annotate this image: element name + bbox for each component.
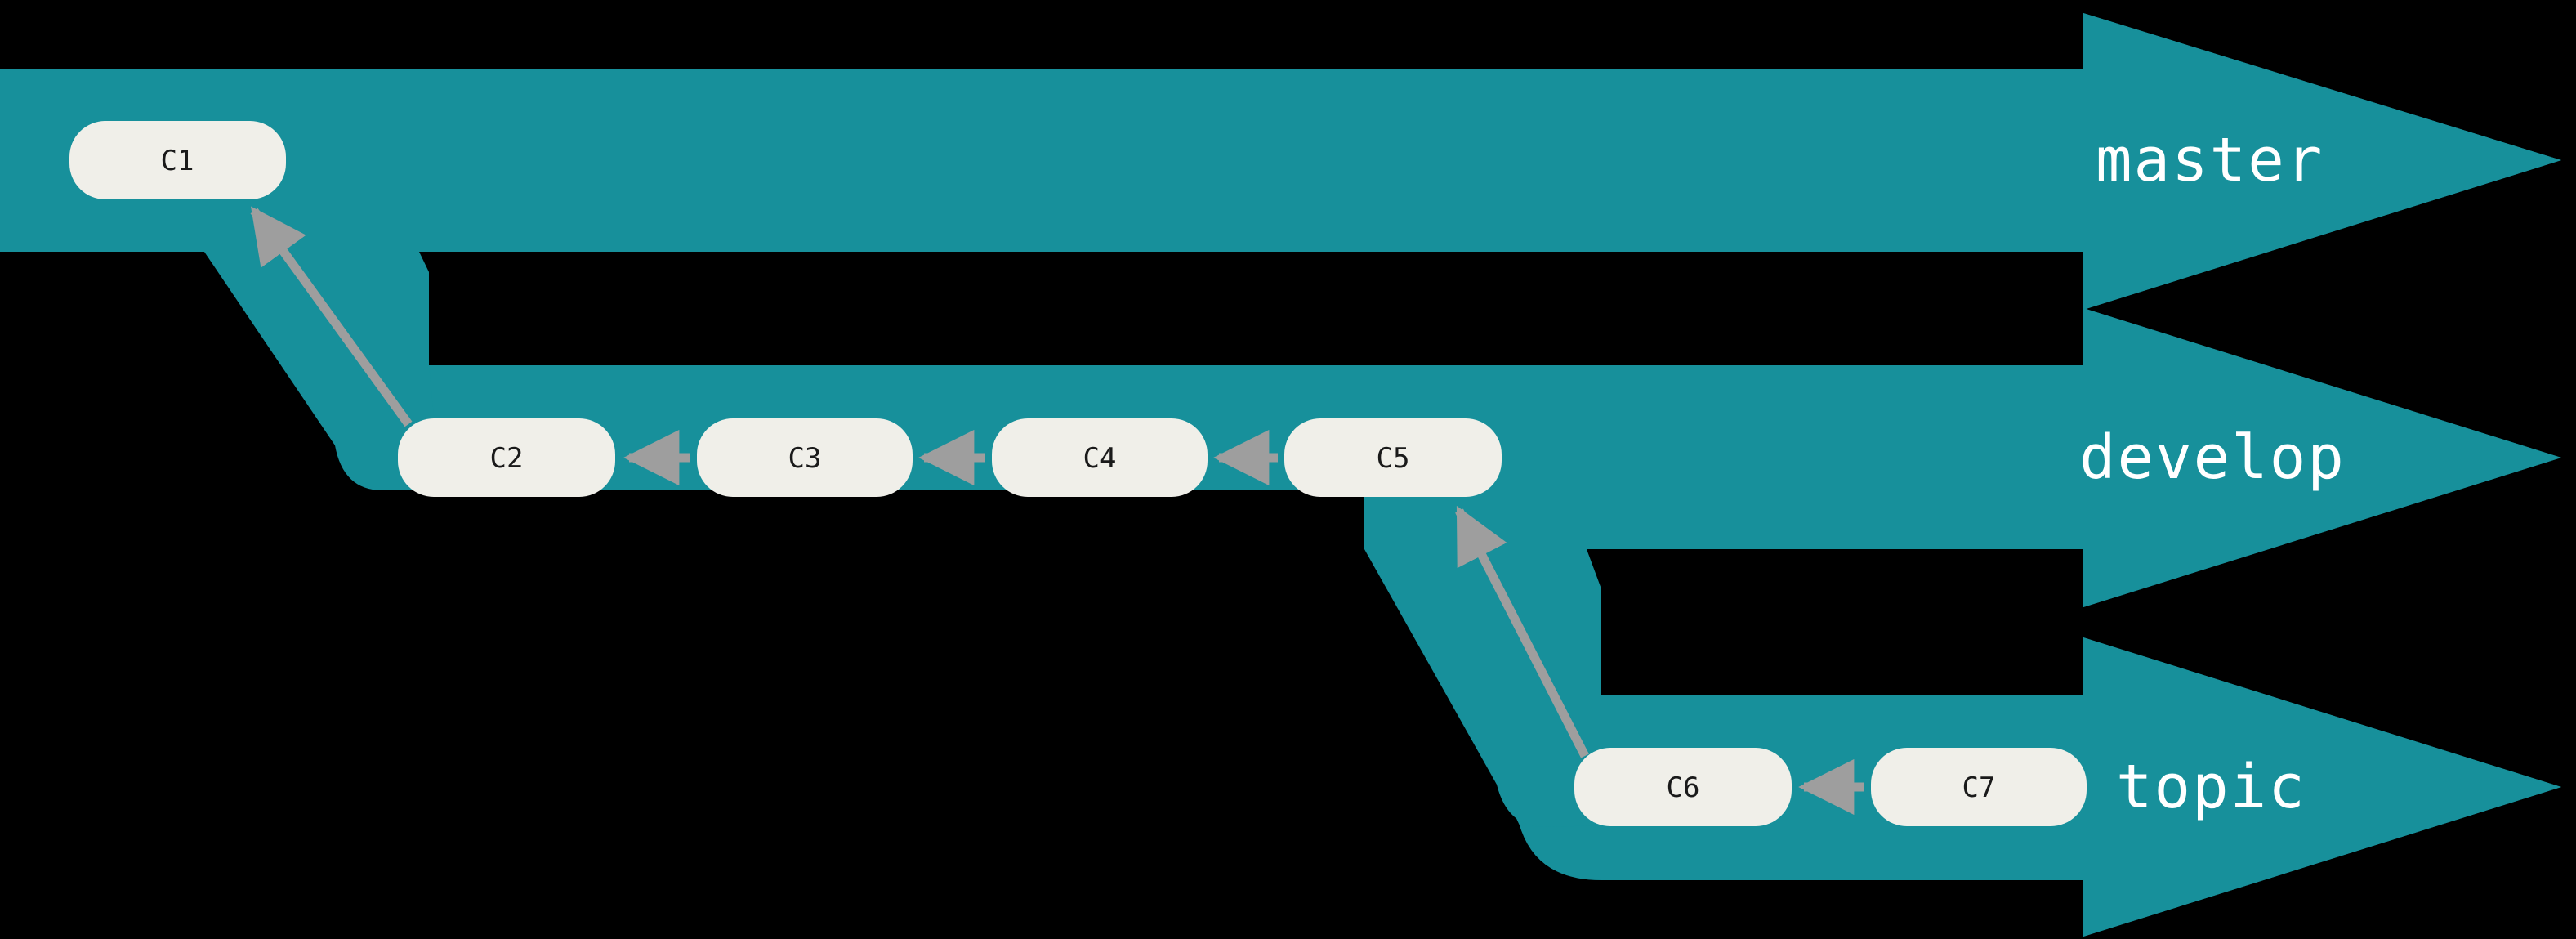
commit-node-shape [697, 418, 913, 497]
notch-master-develop [419, 252, 2083, 365]
notch-develop-topic [1587, 549, 2083, 695]
lane-develop [204, 163, 2561, 607]
edge-c6-c5 [1455, 505, 1589, 758]
branch-label-topic[interactable]: topic [2116, 752, 2306, 822]
commit-node-label: C1 [161, 145, 194, 177]
lane-connector-develop-topic [1364, 490, 1601, 827]
commit-node-label: C3 [788, 442, 822, 475]
commit-node-label: C4 [1083, 442, 1117, 475]
commit-node-shape [1871, 748, 2087, 826]
commit-node-c4[interactable]: C4 [992, 418, 1208, 497]
arrowhead-topic [2083, 637, 2561, 937]
lane-master [0, 13, 2561, 310]
commit-node-shape [1284, 418, 1502, 497]
commit-node-c7[interactable]: C7 [1871, 748, 2087, 826]
lane-master-shape [0, 13, 2561, 310]
commit-node-shape [992, 418, 1208, 497]
commit-node-label: C7 [1962, 771, 1996, 804]
commit-node-shape [69, 121, 286, 199]
commit-node-label: C2 [490, 442, 524, 475]
commit-node-shape [1574, 748, 1792, 826]
commit-node-c1[interactable]: C1 [69, 121, 286, 199]
commit-node-c5[interactable]: C5 [1284, 418, 1502, 497]
lane-develop-shape [204, 163, 2561, 607]
commit-node-label: C6 [1667, 771, 1700, 804]
edge-c2-c1 [250, 206, 413, 427]
branch-label-develop[interactable]: develop [2079, 423, 2346, 493]
branch-labels: master develop topic [2079, 125, 2346, 822]
commit-node-shape [398, 418, 615, 497]
commit-node-c3[interactable]: C3 [697, 418, 913, 497]
branch-label-master[interactable]: master [2096, 125, 2324, 195]
arrowhead-master [2083, 13, 2561, 310]
commit-edges [250, 206, 1864, 816]
commit-node-c2[interactable]: C2 [398, 418, 615, 497]
arrowhead-develop [2083, 308, 2561, 607]
commit-node-label: C5 [1377, 442, 1410, 475]
connector-develop-topic-shape [1364, 490, 1601, 827]
commit-node-c6[interactable]: C6 [1574, 748, 1792, 826]
notch-cutouts [419, 252, 2083, 695]
